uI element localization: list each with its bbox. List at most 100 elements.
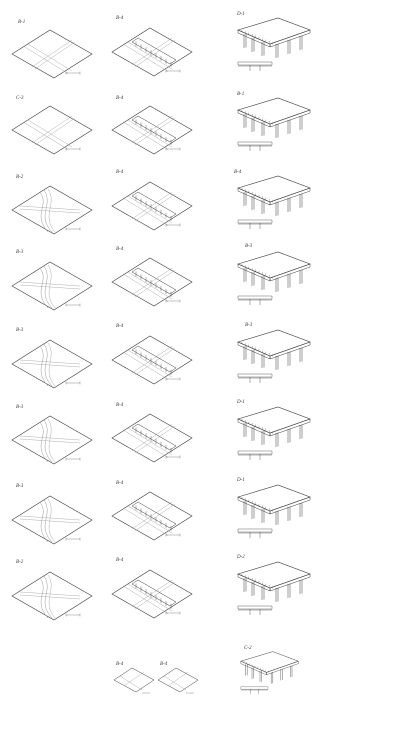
road-edge xyxy=(134,425,176,454)
road-edge xyxy=(123,508,169,536)
curved-road xyxy=(43,265,53,309)
road-edge xyxy=(123,198,169,226)
road-edge xyxy=(134,39,176,68)
deck-side xyxy=(269,341,311,360)
ground-plane xyxy=(111,105,193,155)
plan-diagram xyxy=(11,261,93,311)
curved-road xyxy=(39,421,49,463)
plan-diagram-small xyxy=(157,667,199,694)
bridge-deck xyxy=(131,579,177,607)
bridge-plan-diagram xyxy=(111,413,193,463)
road-edge xyxy=(167,671,189,687)
deck-top xyxy=(237,329,311,357)
bridge-deck xyxy=(131,267,177,295)
road-edge xyxy=(123,122,169,150)
diagram-label: B-3 xyxy=(245,244,253,249)
road-edge xyxy=(19,281,81,287)
deck-top xyxy=(237,406,311,434)
ground-plane xyxy=(113,667,155,693)
ground-plane xyxy=(111,569,193,619)
plan-diagram-small xyxy=(113,667,155,694)
deck-group xyxy=(237,561,311,615)
road-edge xyxy=(131,191,173,220)
curved-road xyxy=(43,419,53,463)
road-edge xyxy=(134,117,176,146)
ground-plane xyxy=(111,257,193,307)
deck-top xyxy=(237,175,311,203)
bridge-deck-diagram xyxy=(237,484,311,538)
bridge-plan-diagram xyxy=(111,569,193,619)
deck-group xyxy=(237,97,311,151)
road-edge xyxy=(127,119,173,148)
diagram-label: B-1 xyxy=(18,20,26,25)
ground-plane xyxy=(111,335,193,385)
plan-diagram xyxy=(11,185,93,235)
ground-plane xyxy=(111,413,193,463)
bridge-deck-diagram xyxy=(237,406,311,460)
road-edge xyxy=(123,44,169,72)
bridge-plan-diagram xyxy=(111,335,193,385)
diagram-label: B-3 xyxy=(16,250,24,255)
road-edge xyxy=(131,501,173,530)
road-edge xyxy=(31,115,73,144)
road-edge xyxy=(23,122,69,150)
diagram-label: B-3 xyxy=(16,405,24,410)
curved-road xyxy=(39,267,49,309)
ground-plane xyxy=(11,185,93,235)
curved-road xyxy=(43,575,53,619)
plan-diagram xyxy=(11,105,93,155)
bridge-plan-diagram xyxy=(111,27,193,77)
curved-road xyxy=(39,345,49,387)
road-edge xyxy=(34,117,76,146)
road-edge xyxy=(134,269,176,298)
road-edge xyxy=(123,352,169,380)
deck-top xyxy=(237,97,311,125)
section-deck xyxy=(237,295,273,300)
deck-side xyxy=(269,109,311,128)
plan-diagram xyxy=(11,415,93,465)
road-edge xyxy=(19,518,81,524)
ground-plane xyxy=(111,181,193,231)
diagram-label: B-2 xyxy=(16,560,24,565)
road-edge xyxy=(131,345,173,374)
road-edge xyxy=(19,284,81,290)
bridge-deck xyxy=(131,423,177,451)
ground-plane xyxy=(157,667,199,693)
road-edge xyxy=(19,208,81,214)
curved-road xyxy=(39,191,49,233)
ground-plane xyxy=(11,571,93,621)
road-edge xyxy=(127,427,173,456)
road-edge xyxy=(163,675,187,691)
curved-road xyxy=(39,501,49,543)
deck-group xyxy=(240,651,300,695)
deck-side xyxy=(269,418,311,437)
diagram-label: B-4 xyxy=(116,558,124,563)
diagram-label: B-4 xyxy=(116,16,124,21)
plan-diagram xyxy=(11,29,93,79)
road-edge xyxy=(23,46,69,74)
curved-road xyxy=(43,343,53,387)
road-edge xyxy=(19,205,81,211)
road-edge xyxy=(19,362,81,368)
road-edge xyxy=(19,438,81,444)
section-deck xyxy=(237,61,273,66)
road-edge xyxy=(123,671,145,687)
ground-plane xyxy=(11,495,93,545)
deck-side xyxy=(266,660,299,676)
road-edge xyxy=(19,435,81,441)
section-deck xyxy=(237,450,273,455)
deck-top xyxy=(237,561,311,589)
deck-group xyxy=(237,484,311,538)
deck-top xyxy=(237,17,311,45)
road-edge xyxy=(127,195,173,224)
bridge-deck-diagram xyxy=(240,651,300,695)
bridge-deck-diagram xyxy=(237,97,311,151)
road-edge xyxy=(127,41,173,70)
road-edge xyxy=(131,423,173,452)
road-edge xyxy=(19,594,81,600)
ground-plane xyxy=(11,339,93,389)
road-edge xyxy=(19,515,81,521)
deck-group xyxy=(237,329,311,383)
bridge-plan-diagram xyxy=(111,105,193,155)
